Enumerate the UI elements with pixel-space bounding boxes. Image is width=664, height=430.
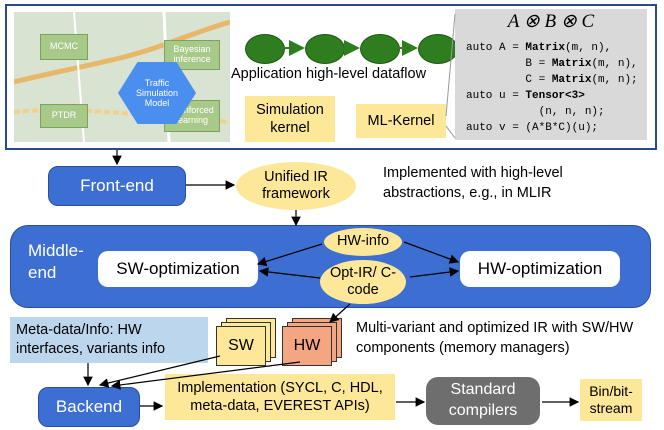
- standard-compilers-box: Standard compilers: [426, 377, 540, 425]
- code-line-2: B = Matrix(m, n),: [466, 58, 638, 70]
- tensor-formula: A ⊗ B ⊗ C: [507, 11, 595, 32]
- traffic-map-image: MCMC Bayesian inference PTDR Reinforced …: [14, 12, 230, 142]
- middle-end-label: Middle-end: [28, 241, 84, 283]
- code-line-4: auto u = Tensor<3>: [466, 90, 585, 102]
- unified-ir-ellipse: Unified IR framework: [236, 162, 356, 210]
- bitstream-box: Bin/bit-stream: [580, 379, 642, 421]
- hw-info-ellipse: HW-info: [324, 228, 402, 256]
- hw-optimization-box: HW-optimization: [460, 251, 620, 287]
- meta-data-box: Meta-data/Info: HW interfaces, variants …: [10, 317, 208, 363]
- multi-variant-note: Multi-variant and optimized IR with SW/H…: [356, 320, 634, 356]
- code-panel: A ⊗ B ⊗ C auto A = Matrix(m, n), B = Mat…: [455, 9, 647, 140]
- frontend-box: Front-end: [48, 166, 186, 206]
- dataflow-label: Application high-level dataflow: [231, 66, 427, 82]
- simulation-kernel-box: Simulation kernel: [245, 96, 335, 142]
- opt-ir-ellipse: Opt-IR/ C-code: [320, 260, 406, 304]
- code-line-5: (n, n, n);: [466, 106, 605, 118]
- ml-kernel-box: ML-Kernel: [356, 104, 446, 138]
- sw-document: SW: [216, 326, 266, 366]
- code-line-6: auto v = (A*B*C)(u);: [466, 122, 599, 134]
- implementation-box: Implementation (SYCL, C, HDL, meta-data,…: [165, 374, 395, 420]
- sw-optimization-box: SW-optimization: [98, 251, 258, 287]
- map-box-mcmc: MCMC: [40, 34, 88, 60]
- traffic-simulation-hexagon: Traffic Simulation Model: [118, 62, 196, 124]
- dataflow-node-2: [305, 34, 345, 64]
- code-line-3: C = Matrix(m, n);: [466, 74, 638, 86]
- code-line-1: auto A = Matrix(m, n),: [466, 42, 612, 54]
- dataflow-node-1: [245, 34, 285, 64]
- implemented-note: Implemented with high-level abstractions…: [383, 165, 563, 201]
- hw-document: HW: [282, 326, 332, 366]
- backend-box: Backend: [38, 387, 140, 427]
- map-box-ptdr: PTDR: [40, 104, 88, 128]
